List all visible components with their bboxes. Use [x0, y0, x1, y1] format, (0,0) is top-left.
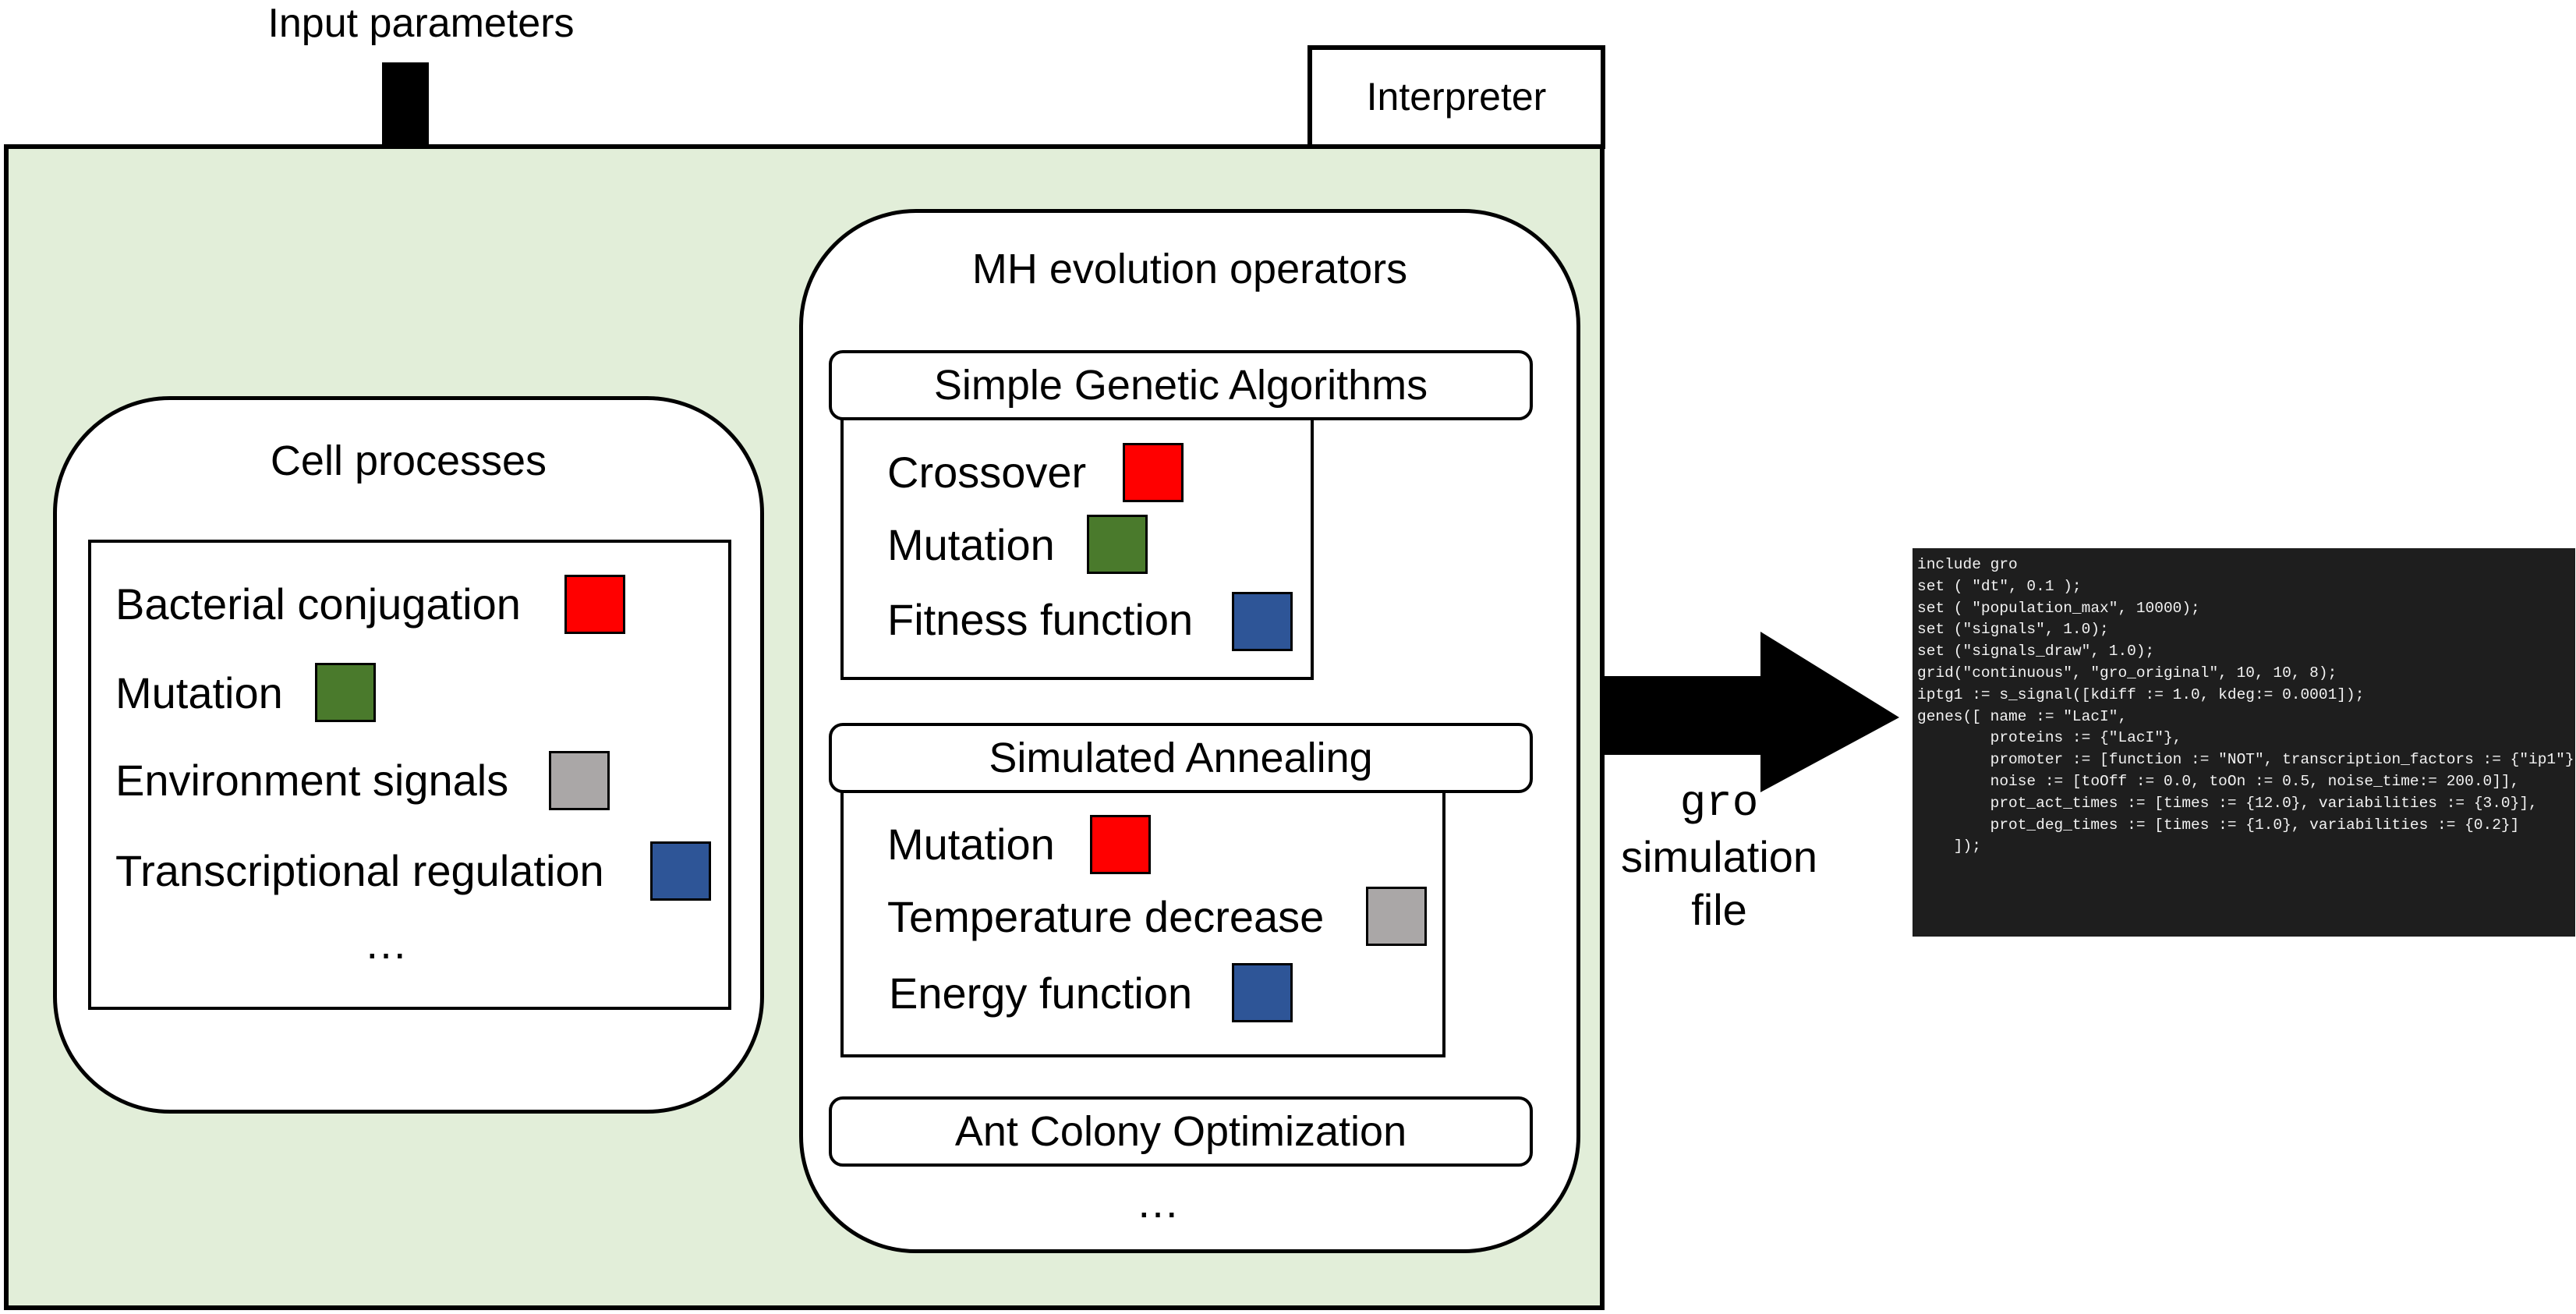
red-swatch: [1123, 443, 1184, 502]
cell-item-environment-signals: Environment signals: [115, 756, 509, 805]
code-line: ]);: [1917, 838, 1981, 855]
cell-item-transcriptional-regulation: Transcriptional regulation: [115, 846, 604, 895]
cell-processes-title: Cell processes: [270, 437, 547, 484]
sa-item-temperature-decrease: Temperature decrease: [887, 892, 1325, 941]
cell-item-bacterial-conjugation: Bacterial conjugation: [115, 579, 521, 629]
green-swatch: [315, 663, 376, 722]
code-line: set ( "population_max", 10000);: [1917, 599, 2200, 617]
code-line: grid("continuous", "gro_original", 10, 1…: [1917, 664, 2337, 682]
code-line: set ("signals", 1.0);: [1917, 621, 2109, 639]
code-line: prot_deg_times := [times := {1.0}, varia…: [1917, 816, 2520, 834]
red-swatch: [1090, 815, 1151, 874]
cell-item-mutation: Mutation: [115, 668, 283, 717]
sa-item-mutation: Mutation: [887, 820, 1055, 869]
mh-more-ellipsis: …: [1136, 1178, 1180, 1227]
gro-code-panel: include gro set ( "dt", 0.1 ); set ( "po…: [1913, 548, 2575, 937]
aco-header: Ant Colony Optimization: [829, 1096, 1533, 1167]
blue-swatch: [1232, 963, 1293, 1022]
code-line: include gro: [1917, 556, 2018, 573]
gray-swatch: [1366, 887, 1427, 946]
blue-swatch: [650, 841, 711, 901]
green-swatch: [1087, 515, 1148, 574]
code-line: prot_act_times := [times := {12.0}, vari…: [1917, 794, 2538, 812]
red-swatch: [564, 575, 625, 634]
blue-swatch: [1232, 592, 1293, 651]
code-line: set ("signals_draw", 1.0);: [1917, 643, 2155, 661]
code-line: proteins := {"LacI"},: [1917, 729, 2182, 747]
mh-operators-title: MH evolution operators: [971, 246, 1408, 292]
code-line: noise := [toOff := 0.0, toOn := 0.5, noi…: [1917, 772, 2520, 790]
code-line: genes([ name := "LacI",: [1917, 707, 2128, 725]
simulation-label: simulation: [1620, 832, 1818, 881]
code-line: promoter := [function := "NOT", transcri…: [1917, 751, 2575, 769]
gro-label: gro: [1679, 778, 1759, 828]
code-line: set ( "dt", 0.1 );: [1917, 577, 2082, 595]
file-label: file: [1691, 885, 1747, 934]
interpreter-tab: Interpreter: [1307, 45, 1605, 149]
gray-swatch: [549, 751, 610, 810]
input-parameters-label: Input parameters: [267, 1, 575, 46]
sga-item-fitness-function: Fitness function: [887, 595, 1194, 644]
cell-more-ellipsis: …: [364, 919, 408, 968]
sa-header: Simulated Annealing: [829, 723, 1533, 793]
sga-header: Simple Genetic Algorithms: [829, 350, 1533, 420]
sga-item-mutation: Mutation: [887, 520, 1055, 569]
code-line: iptg1 := s_signal([kdiff := 1.0, kdeg:= …: [1917, 685, 2365, 703]
output-right-arrow: [1605, 632, 1899, 792]
sa-item-energy-function: Energy function: [889, 969, 1193, 1018]
sga-item-crossover: Crossover: [887, 448, 1087, 497]
